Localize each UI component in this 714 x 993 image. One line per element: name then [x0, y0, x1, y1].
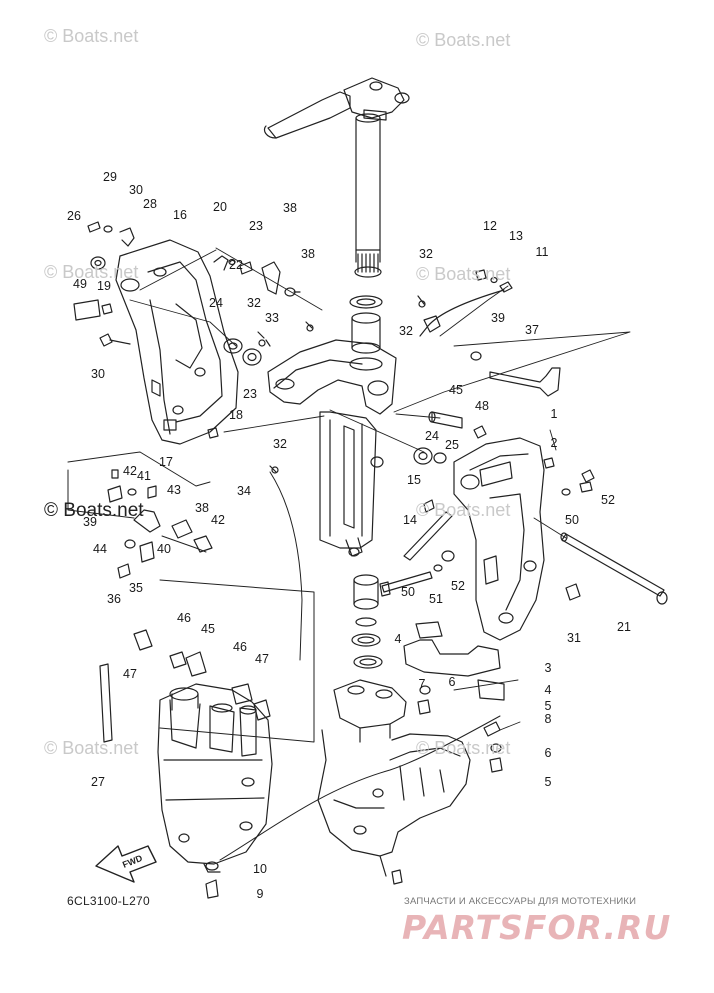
callout-35: 35 — [129, 581, 143, 595]
steering-shaft — [354, 113, 382, 278]
callout-47: 47 — [255, 652, 269, 666]
shop-tagline: ЗАПЧАСТИ И АКСЕССУАРЫ ДЛЯ МОТОТЕХНИКИ — [404, 896, 637, 907]
callout-36: 36 — [107, 592, 121, 606]
swivel-bracket — [267, 339, 397, 557]
callout-15: 15 — [407, 473, 421, 487]
callout-32: 32 — [419, 247, 433, 261]
callout-42: 42 — [123, 464, 137, 478]
callout-9: 9 — [257, 887, 264, 901]
callout-33: 33 — [265, 311, 279, 325]
shop-brand-logo: PARTSFOR.RU — [402, 908, 672, 947]
callout-18: 18 — [229, 408, 243, 422]
callout-41: 41 — [137, 469, 151, 483]
callout-22: 22 — [229, 258, 243, 272]
callout-2: 2 — [551, 436, 558, 450]
callout-24: 24 — [209, 296, 223, 310]
callout-49: 49 — [73, 277, 87, 291]
callout-43: 43 — [167, 483, 181, 497]
callout-26: 26 — [67, 209, 81, 223]
callout-50: 50 — [401, 585, 415, 599]
steering-arm — [263, 77, 410, 139]
callout-6: 6 — [449, 675, 456, 689]
right-clamp-bracket — [453, 437, 545, 641]
callout-4: 4 — [545, 683, 552, 697]
callout-16: 16 — [173, 208, 187, 222]
callout-labels: 1234455667891011121314151617181920212223… — [67, 170, 631, 901]
callout-44: 44 — [93, 542, 107, 556]
lower-casing — [317, 729, 471, 877]
callout-13: 13 — [509, 229, 523, 243]
lower-mount-housing — [333, 679, 407, 743]
diagram-code: 6CL3100-L270 — [67, 894, 151, 908]
callout-32: 32 — [399, 324, 413, 338]
callout-12: 12 — [483, 219, 497, 233]
callout-52: 52 — [451, 579, 465, 593]
callout-5: 5 — [545, 775, 552, 789]
callout-46: 46 — [233, 640, 247, 654]
watermark: © Boats.net — [416, 500, 511, 520]
callout-31: 31 — [567, 631, 581, 645]
callout-21: 21 — [617, 620, 631, 634]
callout-52: 52 — [601, 493, 615, 507]
callout-1: 1 — [551, 407, 558, 421]
callout-45: 45 — [449, 383, 463, 397]
callout-51: 51 — [429, 592, 443, 606]
callout-42: 42 — [211, 513, 225, 527]
callout-47: 47 — [123, 667, 137, 681]
leader-lines — [129, 247, 631, 731]
callout-48: 48 — [475, 399, 489, 413]
callout-34: 34 — [237, 484, 251, 498]
callout-32: 32 — [273, 437, 287, 451]
callout-5: 5 — [545, 699, 552, 713]
callout-38: 38 — [283, 201, 297, 215]
callout-28: 28 — [143, 197, 157, 211]
trim-unit — [157, 683, 273, 873]
callout-10: 10 — [253, 862, 267, 876]
callout-8: 8 — [545, 712, 552, 726]
callout-37: 37 — [525, 323, 539, 337]
callout-39: 39 — [491, 311, 505, 325]
lower-bushings — [351, 574, 383, 669]
callout-38: 38 — [301, 247, 315, 261]
callout-39: 39 — [83, 515, 97, 529]
callout-14: 14 — [403, 513, 417, 527]
callout-27: 27 — [91, 775, 105, 789]
fwd-arrow: FWD — [95, 845, 157, 883]
wire-and-hose-lines — [67, 451, 501, 861]
callout-19: 19 — [97, 279, 111, 293]
callout-4: 4 — [395, 632, 402, 646]
callout-6: 6 — [545, 746, 552, 760]
callout-20: 20 — [213, 200, 227, 214]
callout-23: 23 — [243, 387, 257, 401]
upper-bushings — [349, 295, 383, 371]
watermark: © Boats.net — [44, 500, 144, 521]
callout-46: 46 — [177, 611, 191, 625]
callout-45: 45 — [201, 622, 215, 636]
hardware-parts — [73, 221, 668, 899]
callout-7: 7 — [419, 677, 426, 691]
callout-30: 30 — [129, 183, 143, 197]
callout-3: 3 — [545, 661, 552, 675]
watermark: © Boats.net — [44, 262, 139, 282]
watermark: © Boats.net — [416, 738, 511, 758]
callout-30: 30 — [91, 367, 105, 381]
watermark: © Boats.net — [416, 30, 511, 50]
callout-24: 24 — [425, 429, 439, 443]
callout-25: 25 — [445, 438, 459, 452]
watermark: © Boats.net — [44, 26, 139, 46]
left-clamp-bracket — [115, 239, 239, 445]
callout-50: 50 — [565, 513, 579, 527]
callout-38: 38 — [195, 501, 209, 515]
callout-40: 40 — [157, 542, 171, 556]
watermark: © Boats.net — [44, 738, 139, 758]
callout-11: 11 — [536, 245, 549, 259]
callout-32: 32 — [247, 296, 261, 310]
watermark: © Boats.net — [416, 264, 511, 284]
callout-29: 29 — [103, 170, 117, 184]
callout-17: 17 — [159, 455, 173, 469]
callout-23: 23 — [249, 219, 263, 233]
